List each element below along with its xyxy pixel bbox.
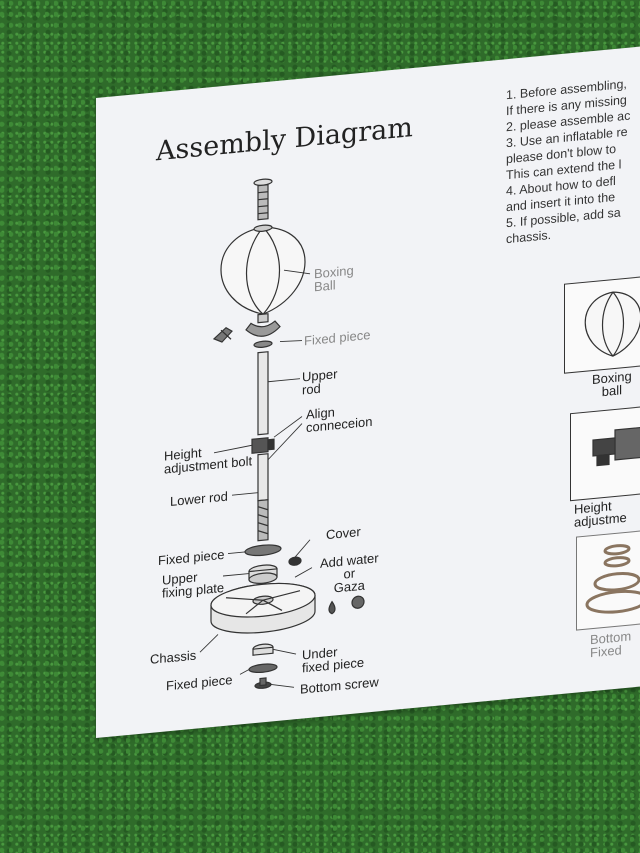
thumbnail-bottom-fixed (576, 527, 640, 631)
label-align-connection: Align conneceion (306, 404, 373, 436)
sand-ball-icon (351, 595, 365, 609)
cover-drawing (288, 556, 302, 566)
under-fixed-piece-drawing (252, 643, 274, 656)
boxing-ball-drawing (220, 224, 306, 324)
height-bolt-drawing (251, 437, 275, 454)
height-bolt-thumbnail-icon (592, 425, 640, 467)
boxing-ball-thumbnail-icon (584, 291, 640, 357)
lower-rod-drawing (257, 453, 269, 542)
label-add-water: Add water or Gaza (320, 550, 379, 596)
instruction-sheet: Assembly Diagram 1. Before assembling, I… (96, 45, 640, 739)
fixed-piece-top-drawing (212, 320, 281, 348)
fixed-piece-thumbnail-icon (585, 544, 640, 614)
assembly-drawing (199, 178, 365, 689)
bottom-screw-drawing (254, 677, 272, 689)
upper-fixing-plate-drawing (248, 564, 278, 584)
label-upper-fixing-plate: Upper fixing plate (162, 569, 225, 601)
water-drop-icon (328, 600, 336, 615)
fixed-piece-bottom-drawing (248, 663, 278, 674)
top-screw-drawing (253, 178, 273, 221)
upper-rod-drawing (257, 351, 269, 436)
thumbnail-label-height-adjust: Height adjustme (574, 498, 627, 530)
label-upper-rod: Upper rod (302, 366, 338, 398)
thumbnail-height-adjust (570, 403, 640, 502)
thumbnail-boxing-ball (564, 274, 640, 374)
thumbnail-label-boxing-ball: Boxing ball (592, 368, 632, 400)
thumbnail-label-bottom-fixed: Bottom Fixed (590, 628, 632, 661)
label-under-fixed-piece: Under fixed piece (302, 644, 365, 676)
label-boxing-ball: Boxing Ball (314, 262, 354, 295)
chassis-drawing (210, 582, 316, 634)
label-cover: Cover (326, 523, 361, 543)
fixed-piece-mid-drawing (244, 544, 282, 557)
